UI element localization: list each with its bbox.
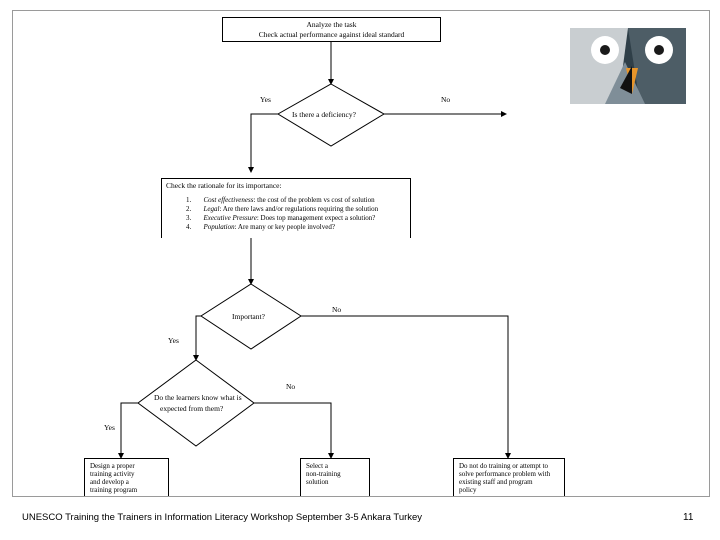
- outcome-line: training activity: [90, 470, 135, 478]
- outcome-nontraining-box: Select a non-training solution: [300, 458, 370, 496]
- outcome-line: and develop a: [90, 478, 129, 486]
- outcome-line: Do not do training or attempt to: [459, 462, 549, 470]
- outcome-line: Select a: [306, 462, 328, 470]
- outcome-line: policy: [459, 486, 477, 494]
- item-text: : Are there laws and/or regulations requ…: [219, 205, 379, 213]
- decision2-no-label: No: [332, 305, 342, 314]
- arrow-decision3-no: [254, 402, 334, 459]
- outcome-line: non-training: [306, 470, 341, 478]
- item-number: 2.: [186, 205, 192, 213]
- top-box-line1: Analyze the task: [306, 20, 357, 29]
- decision1-diamond: [277, 83, 385, 147]
- arrow-decision2-no: [301, 315, 511, 459]
- slide-frame: [12, 10, 710, 497]
- footer-text: UNESCO Training the Trainers in Informat…: [22, 512, 423, 523]
- item-text: : Does top management expect a solution?: [256, 214, 376, 222]
- owl-logo-icon: [570, 28, 686, 104]
- decision2-diamond: [200, 283, 302, 350]
- importance-item: 1. Cost effectiveness: the cost of the p…: [186, 196, 375, 205]
- importance-item: 2. Legal: Are there laws and/or regulati…: [186, 205, 378, 214]
- decision2-yes-label: Yes: [168, 336, 179, 345]
- arrow-decision1-yes: [248, 113, 278, 173]
- outcome-training-box: Design a proper training activity and de…: [84, 458, 169, 496]
- top-box-line2: Check actual performance against ideal s…: [258, 30, 405, 39]
- importance-item: 4. Population: Are many or key people in…: [186, 223, 335, 232]
- decision3-diamond: [137, 359, 255, 447]
- item-number: 4.: [186, 223, 192, 231]
- arrow-decision2-yes: [193, 315, 201, 361]
- decision3-label-line2: expected from them?: [160, 404, 224, 413]
- outcome-line: Design a proper: [90, 462, 135, 470]
- decision2-label: Important?: [232, 312, 265, 321]
- outcome-line: solution: [306, 478, 329, 486]
- item-number: 1.: [186, 196, 192, 204]
- outcome-no-training-box: Do not do training or attempt to solve p…: [453, 458, 565, 496]
- outcome-line: existing staff and program: [459, 478, 533, 486]
- decision3-yes-label: Yes: [104, 423, 115, 432]
- importance-heading: Check the rationale for its importance:: [166, 181, 282, 190]
- item-text: : the cost of the problem vs cost of sol…: [253, 196, 375, 204]
- importance-rationale-box: Check the rationale for its importance: …: [161, 178, 411, 238]
- decision3-label-line1: Do the learners know what is: [154, 393, 242, 402]
- analyze-task-box: Analyze the task Check actual performanc…: [222, 17, 441, 42]
- importance-item: 3. Executive Pressure: Does top manageme…: [186, 214, 375, 223]
- item-term: Executive Pressure: [203, 214, 257, 222]
- item-term: Legal: [203, 205, 220, 213]
- page-number: 11: [683, 512, 694, 523]
- outcome-line: training program: [90, 486, 138, 494]
- decision1-yes-label: Yes: [260, 95, 271, 104]
- item-text: : Are many or key people involved?: [234, 223, 335, 231]
- decision1-label: Is there a deficiency?: [292, 110, 356, 119]
- outcome-line: solve performance problem with: [459, 470, 551, 478]
- arrow-decision3-yes: [118, 402, 138, 459]
- item-number: 3.: [186, 214, 192, 222]
- decision1-no-label: No: [441, 95, 451, 104]
- item-term: Cost effectiveness: [203, 196, 254, 204]
- item-term: Population: [203, 223, 235, 231]
- decision3-no-label: No: [286, 382, 296, 391]
